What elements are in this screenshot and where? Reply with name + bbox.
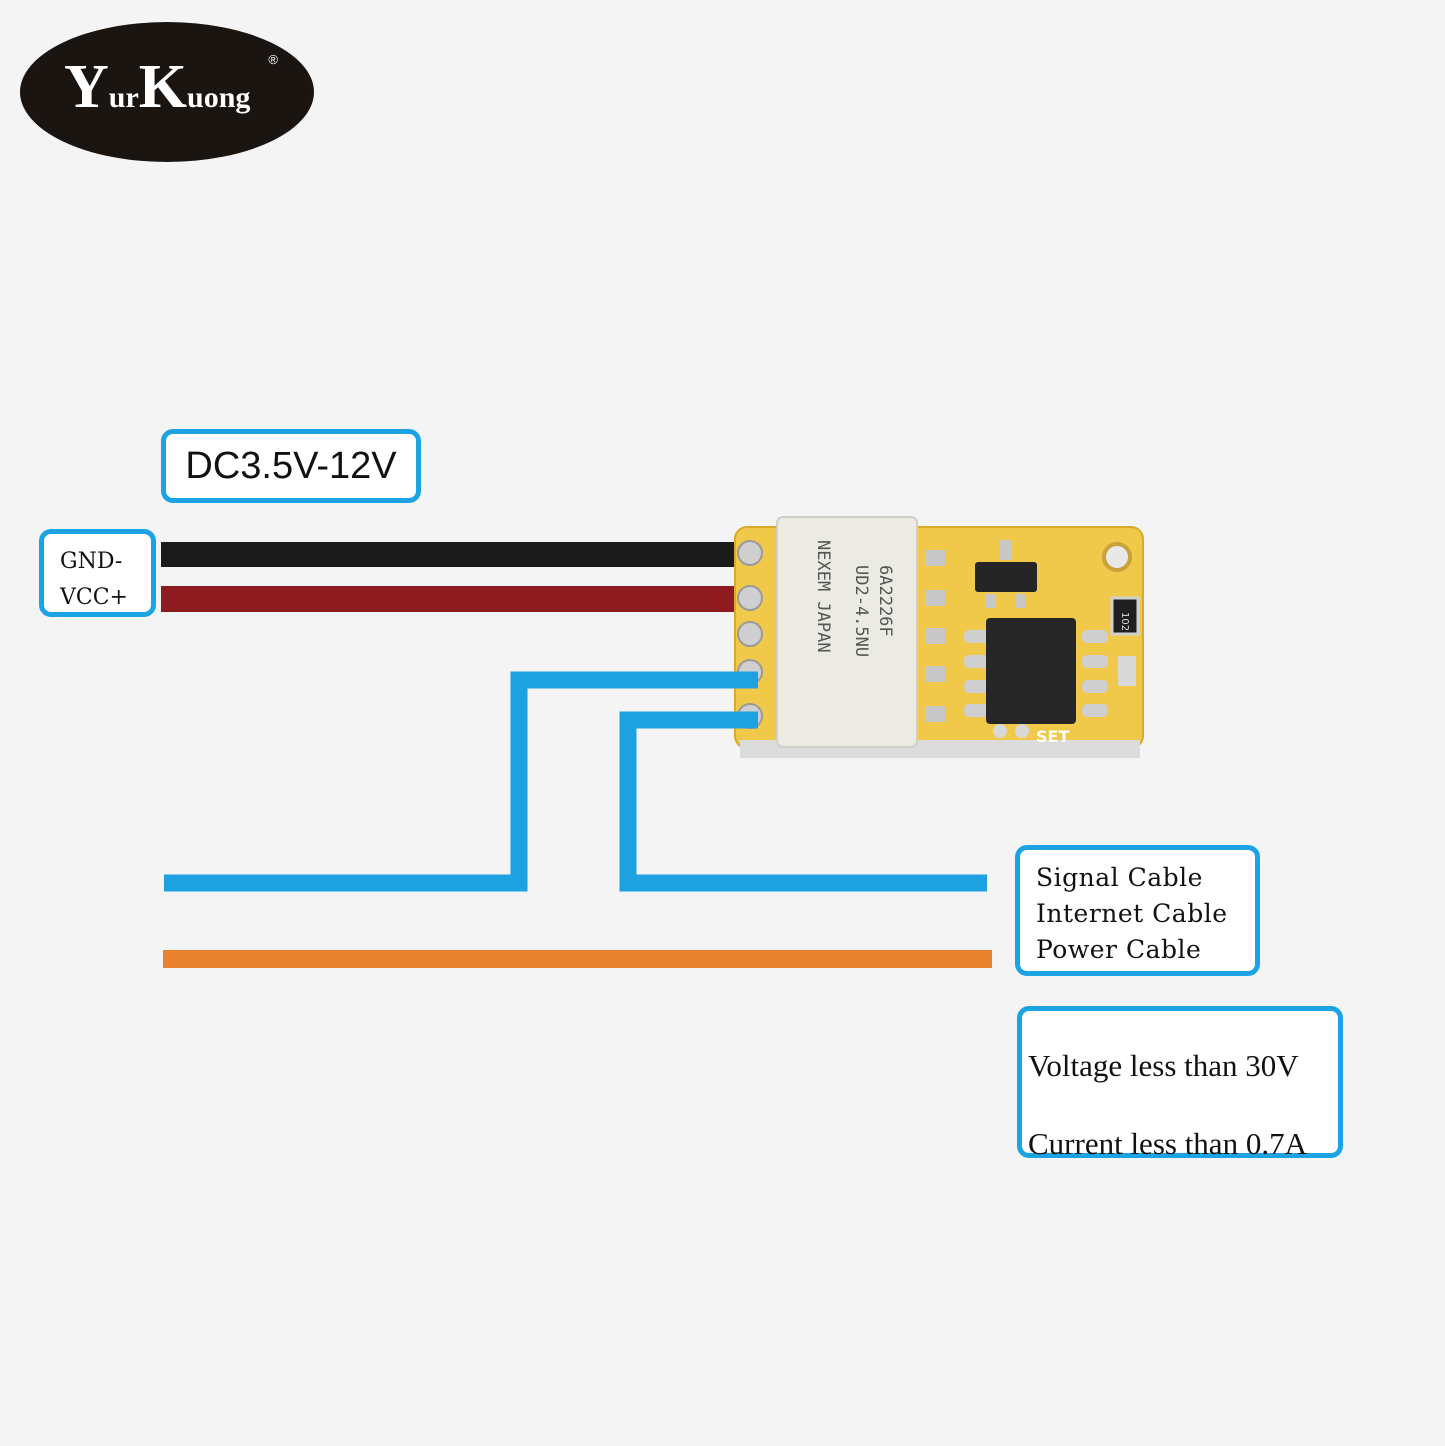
signal-wires: [164, 671, 987, 892]
svg-text:6A2226F: 6A2226F: [875, 565, 895, 637]
vcc-label: VCC+: [60, 585, 128, 610]
supply-voltage-text: DC3.5V-12V: [185, 444, 397, 487]
logo-text-uong: uong: [187, 81, 251, 114]
logo-letter-k: K: [138, 53, 188, 121]
registered-mark: ®: [268, 52, 278, 67]
svg-text:SET: SET: [1036, 727, 1069, 746]
ic-chip: [986, 618, 1076, 724]
logo-letter-y: Y: [64, 53, 109, 121]
vcc-wire: [161, 586, 764, 612]
cable-type-internet: Internet Cable: [1036, 899, 1228, 928]
gnd-label: GND-: [60, 549, 123, 574]
svg-text:NEXEM JAPAN: NEXEM JAPAN: [813, 540, 833, 653]
svg-text:102: 102: [1119, 612, 1130, 631]
supply-voltage-label: DC3.5V-12V: [161, 429, 421, 503]
relay-module-board: 6A2226F UD2-4.5NU NEXEM JAPAN: [734, 516, 1144, 758]
controlled-cable: [163, 950, 992, 968]
rating-label: Voltage less than 30V Current less than …: [1017, 1006, 1343, 1161]
logo-text-ur: ur: [108, 81, 139, 114]
cable-type-power: Power Cable: [1036, 935, 1202, 964]
cable-type-signal: Signal Cable: [1036, 863, 1203, 892]
relay-component: [776, 516, 918, 748]
brand-logo: YurKuong ®: [20, 22, 314, 162]
gnd-wire: [161, 542, 764, 567]
signal-wire-right: [619, 711, 987, 892]
current-rating: Current less than 0.7A: [1028, 1126, 1307, 1161]
signal-wire-left: [164, 671, 758, 892]
svg-text:UD2-4.5NU: UD2-4.5NU: [851, 565, 871, 657]
logo-wordmark: YurKuong: [64, 52, 250, 123]
cable-type-label: Signal Cable Internet Cable Power Cable: [1015, 845, 1260, 976]
relay-marking: 6A2226F UD2-4.5NU NEXEM JAPAN: [813, 540, 895, 657]
voltage-rating: Voltage less than 30V: [1028, 1048, 1299, 1083]
power-wire-label: GND- VCC+: [39, 529, 156, 617]
